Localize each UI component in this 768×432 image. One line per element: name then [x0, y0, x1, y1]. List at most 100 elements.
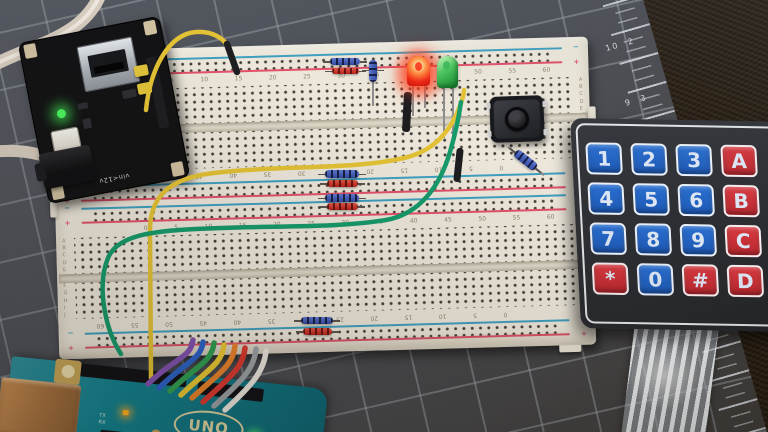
- keypad-key-3[interactable]: 3: [675, 143, 713, 177]
- resistor-blue: [294, 317, 340, 324]
- label: 10: [200, 75, 209, 84]
- label: 50: [474, 68, 482, 76]
- keypad-key-7[interactable]: 7: [589, 222, 628, 256]
- label: 50: [165, 320, 173, 328]
- led-lead: [443, 88, 445, 138]
- power-supply-module: vin<12v: [17, 15, 191, 205]
- label: 45: [195, 172, 203, 180]
- keypad-key-8[interactable]: 8: [634, 223, 673, 256]
- standoff-post: [170, 161, 185, 178]
- smd-component: [82, 117, 93, 130]
- button-leg: [542, 100, 547, 108]
- keypad-key-*[interactable]: *: [591, 262, 630, 296]
- keypad-key-4[interactable]: 4: [587, 182, 626, 215]
- button-leg: [543, 128, 548, 136]
- label: 15: [234, 74, 243, 83]
- usb-a-tongue: [93, 61, 125, 75]
- label: 60: [96, 322, 105, 330]
- button-leg: [487, 130, 492, 138]
- label: 5: [472, 312, 478, 320]
- label: 50: [478, 215, 487, 223]
- label: 20: [366, 167, 375, 176]
- rail-plus-mark: +: [64, 218, 71, 227]
- label: F: [63, 283, 67, 290]
- keypad-key-#[interactable]: #: [681, 263, 720, 297]
- label: 45: [199, 319, 208, 327]
- label: 5: [468, 165, 473, 173]
- label: 15: [238, 221, 247, 230]
- label: 25: [307, 219, 315, 228]
- keypad-key-5[interactable]: 5: [632, 183, 671, 216]
- button-leg: [486, 102, 491, 110]
- label: 30: [341, 218, 350, 227]
- label: 55: [508, 67, 517, 75]
- arduino-tx-rx-labels: TX RX: [98, 412, 106, 427]
- standoff-post: [142, 19, 158, 36]
- label: 5: [174, 223, 179, 231]
- rail-minus-mark: −: [67, 329, 74, 338]
- label: 60: [546, 213, 555, 221]
- label: 10: [434, 165, 443, 174]
- label: I: [63, 305, 66, 312]
- green-led-core: [443, 61, 450, 70]
- label: 55: [512, 214, 521, 222]
- label: 10: [438, 312, 447, 321]
- label: 0: [503, 311, 508, 319]
- resistor-red: [320, 180, 365, 187]
- label: H: [63, 297, 68, 304]
- label: E: [62, 267, 67, 274]
- keypad-key-6[interactable]: 6: [677, 183, 716, 217]
- keypad-key-C[interactable]: C: [724, 224, 763, 258]
- keypad-key-B[interactable]: B: [722, 184, 761, 218]
- label: 20: [268, 73, 277, 82]
- resistor-red: [325, 68, 366, 74]
- rail-plus-mark: +: [580, 329, 588, 338]
- resistor-small-vertical: [362, 60, 384, 82]
- label: 40: [409, 217, 418, 225]
- label: A: [578, 76, 583, 83]
- standoff-post: [23, 42, 38, 59]
- label: 10: [204, 222, 213, 231]
- keypad-key-A[interactable]: A: [720, 144, 758, 178]
- label: B: [579, 83, 583, 90]
- rail-plus-mark: +: [573, 57, 580, 66]
- smd-component: [77, 102, 89, 110]
- resistor-lead: [372, 82, 374, 106]
- rail-minus-mark: −: [572, 42, 579, 51]
- label: 30: [297, 169, 306, 178]
- label: 25: [303, 73, 311, 81]
- label: B: [62, 245, 66, 252]
- keypad-key-9[interactable]: 9: [679, 223, 718, 257]
- label: 35: [375, 218, 384, 226]
- label: 15: [404, 313, 413, 322]
- label: 35: [267, 317, 276, 325]
- label: D: [579, 98, 584, 105]
- keypad-ribbon-cable: [620, 314, 720, 432]
- label: C: [579, 91, 583, 98]
- rail-plus-mark: +: [67, 344, 75, 353]
- keypad-key-D[interactable]: D: [726, 264, 765, 298]
- push-button[interactable]: [486, 95, 548, 143]
- usb-a-port: [76, 36, 141, 93]
- label: 15: [400, 166, 409, 175]
- green-led: [437, 56, 458, 88]
- usb-a-slot: [87, 48, 129, 78]
- keypad-key-1[interactable]: 1: [585, 142, 623, 175]
- keypad-key-2[interactable]: 2: [630, 143, 668, 176]
- breadboard-tab: [559, 342, 582, 353]
- resistor-red: [296, 328, 339, 335]
- red-led-core: [415, 62, 422, 71]
- red-led: [407, 56, 430, 86]
- label: 60: [542, 66, 551, 74]
- label: 40: [233, 318, 242, 326]
- resistor-blue: [323, 58, 367, 65]
- smd-component: [121, 88, 138, 100]
- arduino-pin13-led: [122, 409, 129, 416]
- label: 20: [370, 314, 379, 323]
- keypad-key-0[interactable]: 0: [636, 263, 675, 296]
